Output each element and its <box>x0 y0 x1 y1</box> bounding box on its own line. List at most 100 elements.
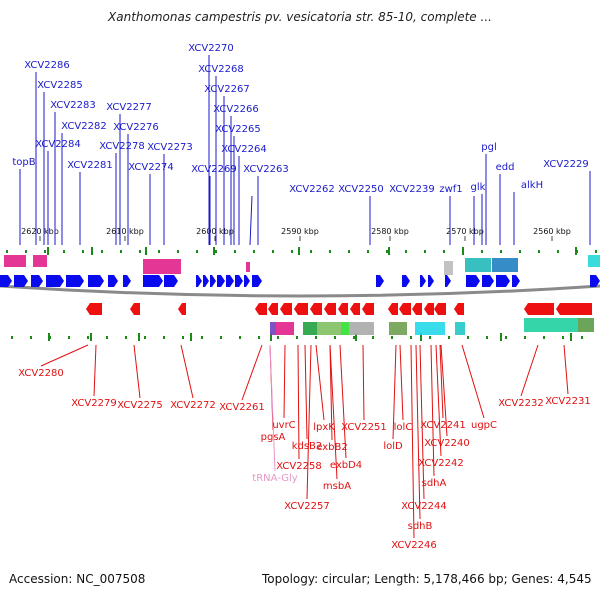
bottom-tick-major <box>570 333 572 341</box>
bottom-gene-label: tRNA-Gly <box>252 473 297 484</box>
bottom-gene-label: XCV2257 <box>284 501 329 512</box>
bottom-gene-label: uvrC <box>272 420 295 431</box>
bottom-tick-mark <box>410 336 412 339</box>
kbp-label: 2600 kbp <box>196 227 234 236</box>
forward-gene-arrow <box>445 275 451 287</box>
bottom-tick-mark <box>391 336 393 339</box>
top-tick-mark <box>120 250 122 253</box>
top-tick-mark <box>272 250 274 253</box>
top-tick-mark <box>234 250 236 253</box>
bottom-gene-label: exbD4 <box>330 460 362 471</box>
bottom-tick-mark <box>448 336 450 339</box>
bottom-label-leader <box>440 344 448 437</box>
forward-gene-arrow <box>14 275 28 287</box>
bottom-label-leader <box>399 344 404 421</box>
top-gene-label: XCV2281 <box>67 160 112 171</box>
accession-text: Accession: NC_007508 <box>9 572 146 586</box>
backbone-line <box>0 284 600 298</box>
top-gene-label: XCV2284 <box>35 139 80 150</box>
top-gene-label: XCV2267 <box>204 84 249 95</box>
bottom-gene-label: msbA <box>323 481 351 492</box>
bottom-tick-mark <box>543 336 545 339</box>
forward-gene-arrow <box>252 275 262 287</box>
bottom-gene-label: XCV2240 <box>424 438 469 449</box>
bottom-tick-mark <box>220 336 222 339</box>
bottom-gene-label: XCV2280 <box>18 368 63 379</box>
top-gene-label: XCV2229 <box>543 159 588 170</box>
feature-block <box>246 262 250 272</box>
bottom-tick-mark <box>201 336 203 339</box>
top-tick-mark <box>291 250 293 253</box>
topology-text: Topology: circular; Length: 5,178,466 bp… <box>262 572 592 586</box>
feature-block <box>578 318 594 332</box>
top-gene-label: XCV2274 <box>128 162 173 173</box>
reverse-gene-arrow <box>424 303 434 315</box>
top-tick-major <box>575 247 577 255</box>
bottom-tick-mark <box>277 336 279 339</box>
kbp-label: 2560 kbp <box>533 227 571 236</box>
top-gene-label: XCV2273 <box>147 142 192 153</box>
top-tick-major <box>462 247 464 255</box>
reverse-gene-arrow <box>556 303 592 315</box>
feature-block <box>143 259 181 274</box>
reverse-gene-arrow <box>524 303 554 315</box>
page-title: Xanthomonas campestris pv. vesicatoria s… <box>108 10 492 24</box>
top-gene-label: XCV2262 <box>289 184 334 195</box>
bottom-tick-mark <box>258 336 260 339</box>
top-tick-major <box>91 247 93 255</box>
bottom-label-leader <box>283 344 286 419</box>
top-gene-label: XCV2278 <box>99 141 144 152</box>
reverse-gene-arrow <box>255 303 267 315</box>
bottom-label-leader <box>306 344 312 500</box>
bottom-gene-label: sdhA <box>422 478 447 489</box>
bottom-tick-major <box>48 333 50 341</box>
top-gene-label: pgl <box>481 142 496 153</box>
reverse-gene-arrow <box>362 303 374 315</box>
bottom-label-leader <box>339 344 347 459</box>
bottom-gene-label: XCV2272 <box>170 400 215 411</box>
bottom-tick-mark <box>486 336 488 339</box>
top-gene-label: zwf1 <box>439 184 462 195</box>
top-tick-major <box>298 247 300 255</box>
forward-gene-arrow <box>512 275 520 287</box>
top-tick-mark <box>139 250 141 253</box>
forward-gene-arrow <box>235 275 243 287</box>
top-gene-label: topB <box>12 157 35 168</box>
forward-gene-arrow <box>66 275 84 287</box>
top-tick-mark <box>310 250 312 253</box>
bottom-gene-label: XCV2275 <box>117 400 162 411</box>
top-gene-label: XCV2266 <box>213 104 258 115</box>
bottom-label-leader <box>419 344 425 500</box>
forward-gene-arrow <box>217 275 225 287</box>
bottom-tick-major <box>90 333 92 341</box>
top-tick-mark <box>158 250 160 253</box>
bottom-label-leader <box>315 344 325 421</box>
bottom-tick-mark <box>353 336 355 339</box>
feature-block <box>415 322 445 335</box>
top-tick-mark <box>177 250 179 253</box>
forward-gene-arrow <box>226 275 234 287</box>
top-tick-mark <box>6 250 8 253</box>
kbp-label: 2590 kbp <box>281 227 319 236</box>
bottom-label-leader <box>133 344 141 399</box>
top-tick-mark <box>215 250 217 253</box>
top-gene-label: XCV2265 <box>215 124 260 135</box>
bottom-gene-label: pgsA <box>261 432 286 443</box>
bottom-label-leader <box>93 344 97 397</box>
bottom-gene-label: XCV2261 <box>219 402 264 413</box>
feature-block <box>270 322 276 335</box>
top-tick-mark <box>82 250 84 253</box>
top-tick-mark <box>25 250 27 253</box>
reverse-gene-arrow <box>388 303 398 315</box>
forward-gene-arrow <box>244 275 250 287</box>
bottom-tick-mark <box>163 336 165 339</box>
forward-gene-arrow <box>210 275 216 287</box>
reverse-gene-arrow <box>350 303 360 315</box>
top-gene-label: XCV2270 <box>188 43 233 54</box>
feature-block <box>444 261 453 275</box>
bottom-tick-mark <box>372 336 374 339</box>
top-gene-label: edd <box>496 162 515 173</box>
feature-block <box>465 258 491 272</box>
bottom-label-leader <box>430 344 435 477</box>
forward-gene-arrow <box>164 275 178 287</box>
